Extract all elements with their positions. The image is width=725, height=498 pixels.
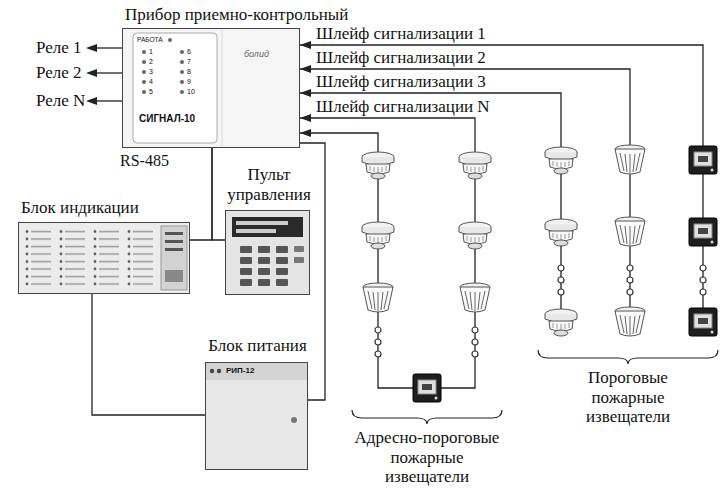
zone-number: 8 [187, 68, 191, 75]
zone-number: 9 [187, 78, 191, 85]
zone-number: 10 [187, 88, 195, 95]
zone-number: 5 [149, 88, 153, 95]
zone-number: 7 [187, 58, 191, 65]
relay-label: Реле 2 [36, 63, 82, 83]
relay-arrows [86, 44, 122, 105]
device-model: СИГНАЛ-10 [139, 114, 195, 124]
zone-number: 4 [149, 78, 153, 85]
loop-label: Шлейф сигнализации 2 [316, 48, 486, 68]
relay-label: Реле N [36, 91, 85, 111]
bus-line [212, 148, 225, 240]
bus-line [190, 148, 212, 240]
brand-mark: болид [244, 50, 269, 59]
node-heading: Прибор приемно-контрольный [125, 5, 348, 25]
node-heading: Блок питания [186, 336, 329, 356]
node-heading: Блок индикации [21, 198, 139, 218]
zone-number: 1 [149, 48, 153, 55]
zone-number: 3 [149, 68, 153, 75]
zone-number: 2 [149, 58, 153, 65]
power-supply: Блок питания [205, 362, 308, 470]
indication-face [18, 222, 190, 294]
psu-model: РИП-12 [226, 367, 254, 375]
loop-arrowheads [300, 41, 311, 137]
node-heading: Пульт управления [222, 165, 316, 204]
loop-label: Шлейф сигнализации 3 [316, 72, 486, 92]
loop-label: Шлейф сигнализации N [316, 97, 490, 117]
control-keypad: Пульт управления [225, 210, 310, 295]
control-unit: Прибор приемно-контрольный [122, 28, 300, 148]
group-label: Адресно-пороговые пожарные извещатели [351, 428, 503, 487]
device-face [122, 28, 300, 148]
bus-line [92, 294, 205, 415]
keypad-face [225, 210, 310, 295]
bus-label: RS-485 [118, 152, 171, 170]
status-caption: РАБОТА [137, 37, 163, 44]
detector-chain [545, 145, 717, 336]
group-label: Пороговые пожарные извещатели [563, 368, 693, 427]
detector-chain [362, 152, 491, 402]
zone-number: 6 [187, 48, 191, 55]
loop-label: Шлейф сигнализации 1 [316, 24, 486, 44]
psu-face [205, 362, 308, 470]
relay-label: Реле 1 [36, 38, 82, 58]
loop-wires [300, 45, 703, 388]
indication-block: Блок индикации [18, 222, 190, 294]
